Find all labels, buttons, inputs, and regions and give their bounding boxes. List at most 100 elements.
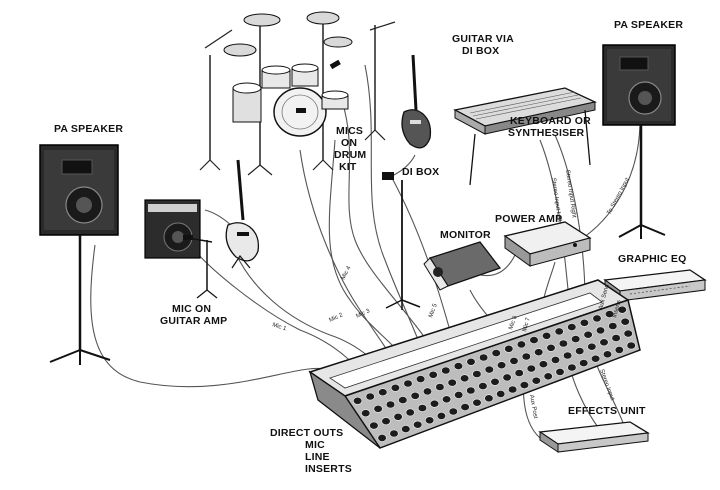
desk-knob-icon bbox=[484, 365, 494, 374]
desk-knob-icon bbox=[614, 345, 624, 354]
label-mic: MIC bbox=[305, 439, 325, 451]
label-effects-unit: EFFECTS UNIT bbox=[568, 405, 646, 417]
cable-label-mic4: Mic 4 bbox=[340, 265, 352, 281]
desk-knob-icon bbox=[534, 348, 544, 357]
label-mics-drum-1: MICS bbox=[336, 125, 363, 137]
label-mic-on-guitar-amp-1: MIC ON bbox=[172, 303, 211, 315]
desk-knob-icon bbox=[405, 408, 415, 417]
desk-knob-icon bbox=[617, 305, 627, 314]
desk-knob-icon bbox=[442, 395, 452, 404]
di-box-icon bbox=[382, 172, 394, 180]
label-di-box: DI BOX bbox=[402, 166, 439, 178]
desk-knob-icon bbox=[529, 336, 539, 344]
desk-knob-icon bbox=[378, 388, 388, 397]
desk-knob-icon bbox=[587, 342, 597, 351]
power-amp bbox=[503, 221, 592, 267]
desk-knob-icon bbox=[413, 420, 423, 429]
desk-knob-icon bbox=[429, 399, 440, 408]
desk-knob-icon bbox=[353, 396, 363, 405]
desk-knob-icon bbox=[436, 411, 447, 420]
desk-knob-icon bbox=[472, 370, 482, 378]
cable-label-stereo-input: Stereo Input bbox=[598, 369, 615, 402]
desk-knob-icon bbox=[583, 330, 593, 339]
desk-knob-icon bbox=[490, 377, 500, 386]
desk-knob-icon bbox=[579, 359, 589, 367]
label-graphic-eq: GRAPHIC EQ bbox=[618, 253, 687, 265]
cymbal-icon bbox=[243, 13, 281, 27]
desk-knob-grid bbox=[353, 305, 636, 442]
label-line: LINE bbox=[305, 451, 330, 463]
desk-knob-icon bbox=[550, 355, 561, 364]
desk-knob-icon bbox=[496, 389, 506, 398]
desk-knob-icon bbox=[546, 343, 556, 352]
desk-knob-icon bbox=[604, 310, 615, 318]
desk-knob-icon bbox=[425, 416, 435, 425]
desk-knob-icon bbox=[460, 403, 470, 411]
desk-knob-icon bbox=[454, 390, 464, 399]
desk-knob-icon bbox=[377, 433, 387, 442]
desk-knob-icon bbox=[611, 334, 621, 342]
desk-knob-icon bbox=[504, 344, 514, 353]
cable-label-mic6: Mic 6 bbox=[508, 315, 519, 331]
cable-pa-right bbox=[579, 119, 641, 241]
desk-knob-icon bbox=[521, 352, 531, 361]
desk-knob-icon bbox=[447, 378, 457, 387]
cable-label-stereo-right: Stereo Input Right bbox=[564, 169, 577, 218]
desk-knob-icon bbox=[491, 349, 501, 357]
label-mics-drum-2: ON bbox=[341, 137, 357, 149]
label-mic-on-guitar-amp-2: GUITAR AMP bbox=[160, 315, 227, 327]
desk-knob-icon bbox=[365, 392, 375, 401]
label-mics-drum-4: KIT bbox=[339, 161, 357, 173]
cable-label-mic1: Mic 1 bbox=[271, 322, 287, 332]
cable-label-mic5: Mic 5 bbox=[428, 303, 439, 319]
mixing-desk bbox=[308, 279, 641, 449]
desk-knob-icon bbox=[579, 318, 590, 327]
desk-knob-icon bbox=[398, 396, 408, 404]
desk-knob-icon bbox=[389, 429, 399, 438]
desk-knob-icon bbox=[369, 421, 379, 430]
desk-knob-icon bbox=[460, 374, 470, 383]
label-guitar-via-di-1: GUITAR VIA bbox=[452, 33, 514, 45]
cable-mic6 bbox=[339, 94, 447, 373]
floor-tom-icon bbox=[232, 87, 262, 123]
desk-knob-icon bbox=[592, 314, 602, 323]
keyboard-keys-icon bbox=[469, 91, 582, 120]
label-keyboard-2: SYNTHESISER bbox=[508, 127, 585, 139]
desk-knob-icon bbox=[599, 338, 609, 347]
desk-knob-icon bbox=[422, 387, 433, 396]
cable-label-mic3: Mic 3 bbox=[355, 308, 371, 320]
desk-knob-icon bbox=[507, 385, 518, 394]
desk-knob-icon bbox=[381, 417, 391, 426]
cable-label-mic2: Mic 2 bbox=[328, 312, 344, 324]
cable-keyboard-right bbox=[554, 134, 586, 301]
desk-knob-icon bbox=[519, 381, 530, 389]
desk-knob-icon bbox=[502, 373, 512, 382]
cable-label-to-stereo-input: To Stereo Input bbox=[606, 177, 631, 216]
desk-knob-icon bbox=[417, 404, 428, 412]
desk-knob-icon bbox=[562, 351, 573, 360]
desk-knob-icon bbox=[441, 366, 451, 375]
desk-knob-icon bbox=[623, 329, 633, 338]
desk-knob-icon bbox=[435, 383, 445, 391]
drum-mic-icon bbox=[329, 59, 341, 70]
labels: PA SPEAKER PA SPEAKER MIC ON GUITAR AMP … bbox=[54, 19, 687, 475]
di-box-mic-stand bbox=[382, 172, 421, 310]
desk-knob-icon bbox=[531, 376, 541, 385]
desk-knob-icon bbox=[453, 362, 464, 370]
monitor-speaker-icon bbox=[433, 267, 443, 277]
desk-knob-icon bbox=[538, 360, 549, 369]
cymbal-icon bbox=[323, 36, 353, 48]
desk-knob-icon bbox=[416, 375, 426, 383]
desk-knob-icon bbox=[555, 367, 565, 376]
drum-mic-icon bbox=[296, 108, 306, 113]
label-inserts: INSERTS bbox=[305, 463, 352, 475]
cable-pa-left bbox=[90, 244, 331, 388]
label-pa-speaker-left: PA SPEAKER bbox=[54, 123, 123, 135]
electric-guitar-left bbox=[225, 159, 260, 269]
desk-knob-icon bbox=[571, 335, 581, 343]
microphone-icon bbox=[183, 235, 193, 240]
label-mics-drum-3: DRUM bbox=[334, 149, 366, 161]
desk-knob-icon bbox=[448, 407, 458, 416]
desk-knob-icon bbox=[385, 400, 396, 409]
desk-knob-icon bbox=[516, 340, 527, 349]
